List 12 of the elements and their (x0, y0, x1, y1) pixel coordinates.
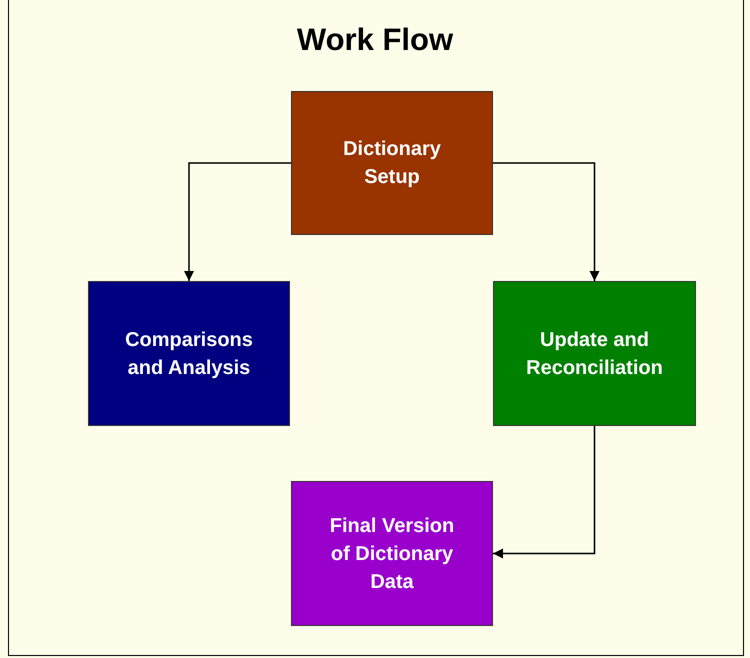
box-label: Dictionary Setup (342, 137, 442, 190)
process-box (493, 281, 696, 426)
process-box (88, 281, 290, 426)
process-box (291, 481, 493, 626)
box-label: Final Version of Dictionary Data (328, 514, 456, 594)
diagram-title: Work Flow (296, 22, 454, 58)
arrow (493, 426, 596, 558)
box-label: Update and Reconciliation (525, 328, 664, 380)
arrow (184, 162, 291, 281)
box-label: Comparisons and Analysis (124, 328, 254, 380)
process-box (291, 91, 493, 235)
arrow (493, 162, 600, 281)
